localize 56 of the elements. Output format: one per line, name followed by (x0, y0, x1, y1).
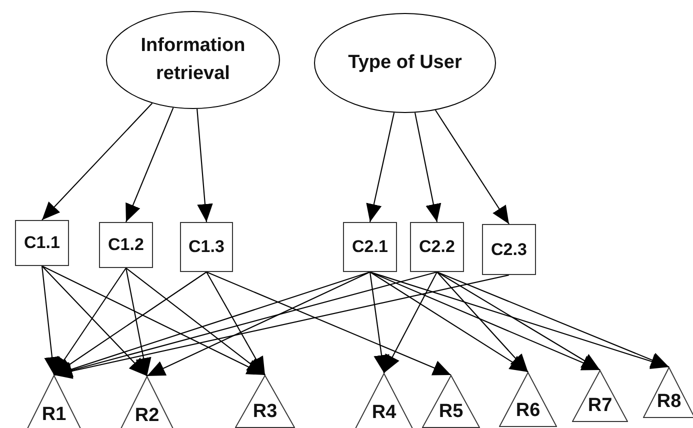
triangle-node (572, 370, 628, 422)
arrow (54, 271, 370, 377)
node-label: Information retrieval (140, 34, 246, 86)
node-label: R8 (656, 390, 682, 414)
arrow (414, 112, 442, 222)
arrow (126, 268, 266, 376)
arrow (125, 268, 152, 376)
rect-node (343, 222, 397, 272)
node-label: C1.3 (188, 236, 224, 258)
node-label: R1 (42, 402, 66, 426)
arrow (54, 268, 126, 376)
node-label: C1.1 (24, 232, 60, 254)
arrow (366, 112, 395, 222)
arrow (370, 272, 528, 372)
arrow (436, 272, 670, 368)
triangle-node (355, 373, 413, 428)
arrow (42, 266, 266, 376)
arrow (370, 271, 670, 370)
node-label: C1.2 (108, 234, 144, 256)
arrow (434, 110, 510, 224)
node-label: R6 (516, 398, 540, 422)
node-label: R2 (134, 404, 160, 428)
arrow (369, 272, 390, 374)
rect-node (410, 222, 464, 272)
triangle-node (119, 376, 175, 428)
node-label: R3 (252, 400, 278, 424)
node-label: Type of User (348, 50, 462, 75)
arrow (54, 271, 438, 378)
triangle-node (422, 375, 480, 428)
arrow (42, 266, 148, 376)
arrow (146, 272, 370, 376)
arrow (384, 272, 438, 374)
arrow (196, 108, 213, 222)
triangle-node (26, 375, 82, 428)
arrow (54, 274, 510, 379)
node-label: R7 (588, 394, 612, 418)
node-label: R4 (372, 400, 396, 424)
arrow (206, 272, 452, 376)
rect-node (15, 220, 69, 266)
triangle-node (235, 375, 295, 428)
arrow (126, 108, 174, 222)
arrow (206, 272, 266, 376)
arrow (436, 272, 600, 370)
rect-node (99, 222, 153, 268)
arrow (41, 266, 60, 376)
node-label: C2.3 (491, 238, 527, 261)
arrow (436, 272, 528, 372)
rect-node (180, 222, 233, 272)
triangle-node (499, 372, 557, 427)
node-label: C2.2 (419, 236, 455, 258)
node-label: R5 (438, 400, 464, 424)
node-label: C2.1 (352, 236, 388, 258)
arrow (370, 272, 600, 370)
triangle-node (643, 367, 693, 418)
rect-node (482, 224, 536, 275)
arrow (42, 102, 153, 220)
